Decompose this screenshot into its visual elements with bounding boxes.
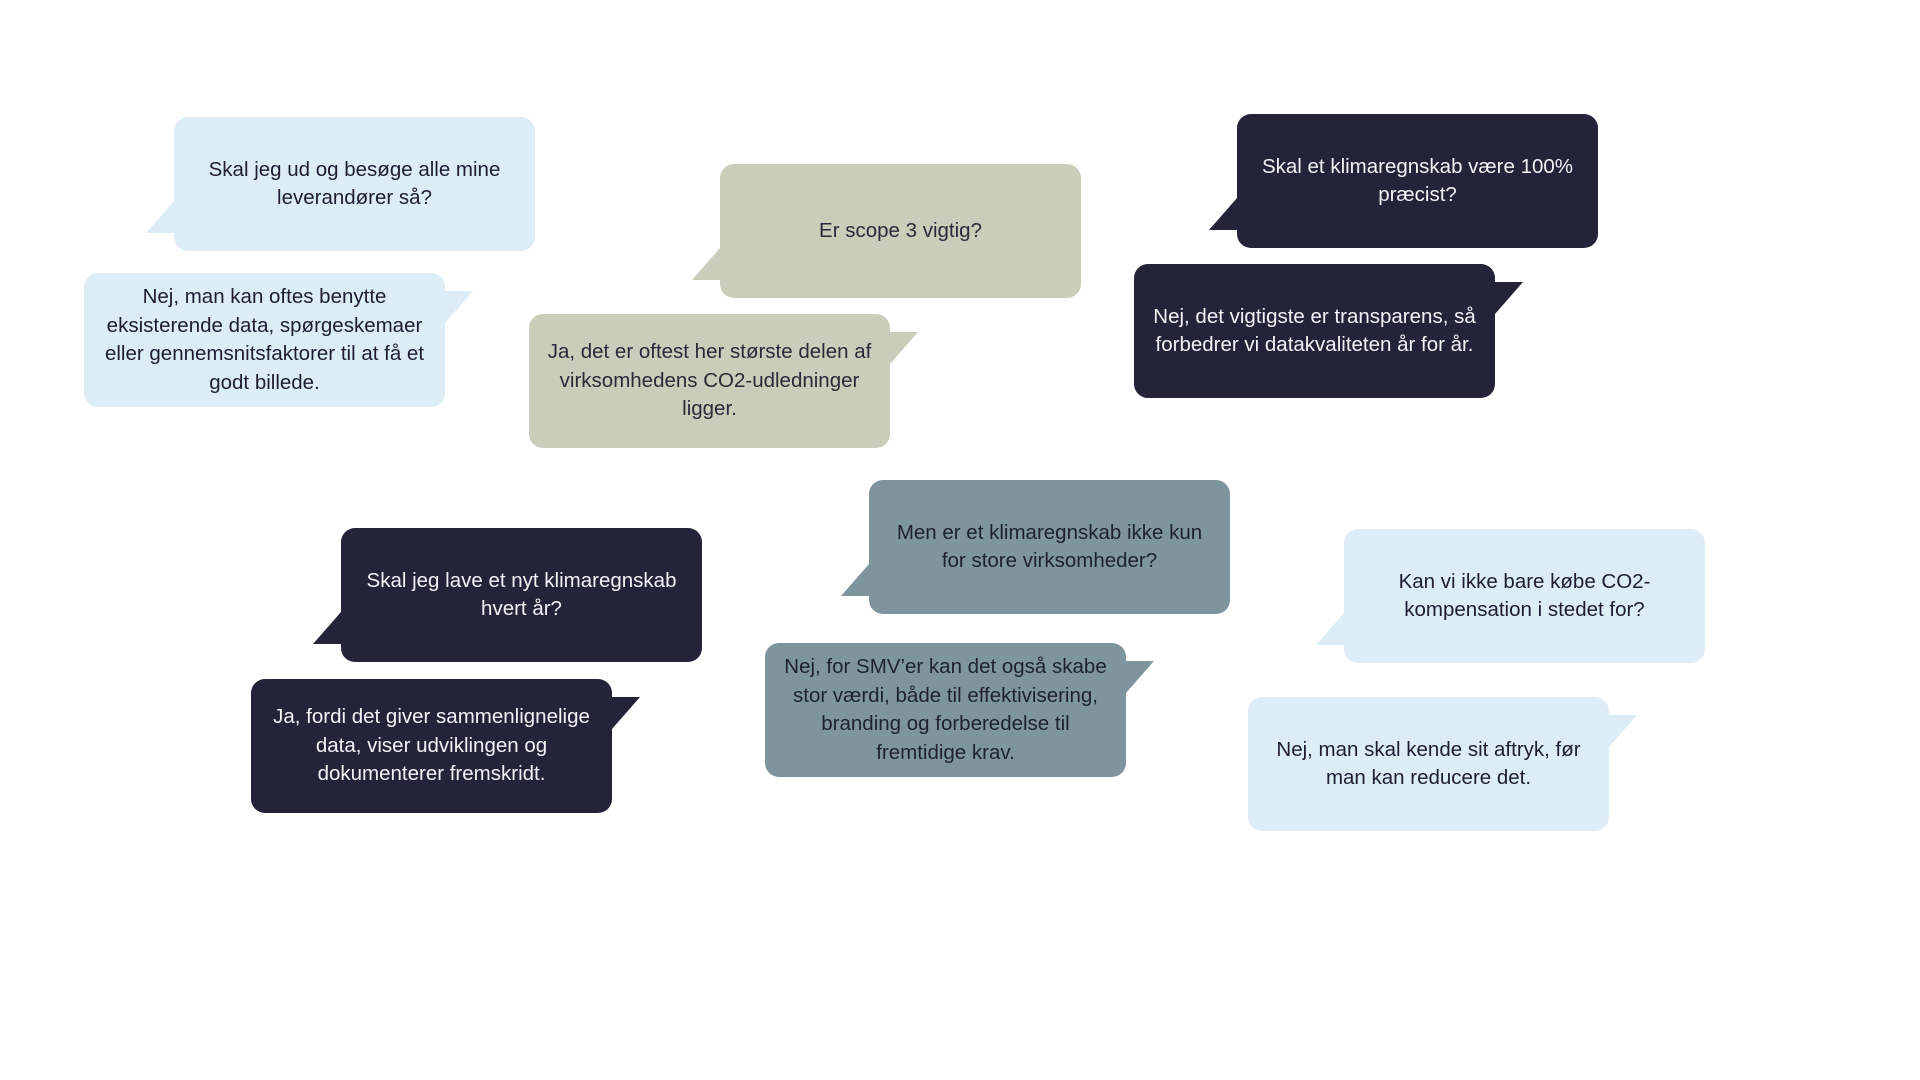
answer-text: Ja, det er oftest her største delen af v…	[547, 340, 872, 421]
question-text: Kan vi ikke bare købe CO2-kompensation i…	[1398, 569, 1651, 622]
answer-bubble-sme: Nej, for SMV’er kan det også skabe stor …	[765, 643, 1154, 777]
bubble-tail	[612, 697, 640, 729]
question-bubble-precision: Skal et klimaregnskab være 100% præcist?	[1209, 114, 1598, 248]
question-bubble-yearly-report: Skal jeg lave et nyt klimaregnskab hvert…	[313, 528, 702, 662]
question-bubble-sme: Men er et klimaregnskab ikke kun for sto…	[841, 480, 1230, 614]
bubble-tail	[1316, 613, 1344, 645]
bubble-tail	[146, 201, 174, 233]
bubble-tail	[313, 612, 341, 644]
bubble-tail	[841, 564, 869, 596]
question-bubble-offsetting: Kan vi ikke bare købe CO2-kompensation i…	[1316, 529, 1705, 663]
bubble-tail	[1495, 282, 1523, 314]
answer-bubble-supplier-visits: Nej, man kan oftes benytte eksisterende …	[84, 273, 473, 407]
question-text: Men er et klimaregnskab ikke kun for sto…	[896, 520, 1203, 573]
answer-text: Nej, det vigtigste er transparens, så fo…	[1153, 304, 1476, 357]
answer-bubble-scope-3: Ja, det er oftest her største delen af v…	[529, 314, 918, 448]
answer-text: Nej, man skal kende sit aftryk, før man …	[1276, 737, 1581, 790]
bubble-tail	[692, 248, 720, 280]
bubble-tail	[1209, 198, 1237, 230]
answer-text: Ja, fordi det giver sammenlignelige data…	[273, 705, 590, 786]
answer-text: Nej, for SMV’er kan det også skabe stor …	[784, 655, 1107, 764]
answer-bubble-yearly-report: Ja, fordi det giver sammenlignelige data…	[251, 679, 640, 813]
bubble-tail	[1609, 715, 1637, 747]
answer-bubble-offsetting: Nej, man skal kende sit aftryk, før man …	[1248, 697, 1637, 831]
bubble-tail	[1126, 661, 1154, 693]
question-text: Skal jeg ud og besøge alle mine leverand…	[208, 157, 501, 210]
question-text: Er scope 3 vigtig?	[819, 218, 982, 242]
question-text: Skal et klimaregnskab være 100% præcist?	[1261, 154, 1574, 207]
bubble-tail	[890, 332, 918, 364]
answer-text: Nej, man kan oftes benytte eksisterende …	[104, 285, 425, 394]
answer-bubble-precision: Nej, det vigtigste er transparens, så fo…	[1134, 264, 1523, 398]
question-bubble-supplier-visits: Skal jeg ud og besøge alle mine leverand…	[146, 117, 535, 251]
question-bubble-scope-3: Er scope 3 vigtig?	[692, 164, 1081, 298]
bubble-tail	[445, 291, 473, 323]
question-text: Skal jeg lave et nyt klimaregnskab hvert…	[366, 568, 677, 621]
